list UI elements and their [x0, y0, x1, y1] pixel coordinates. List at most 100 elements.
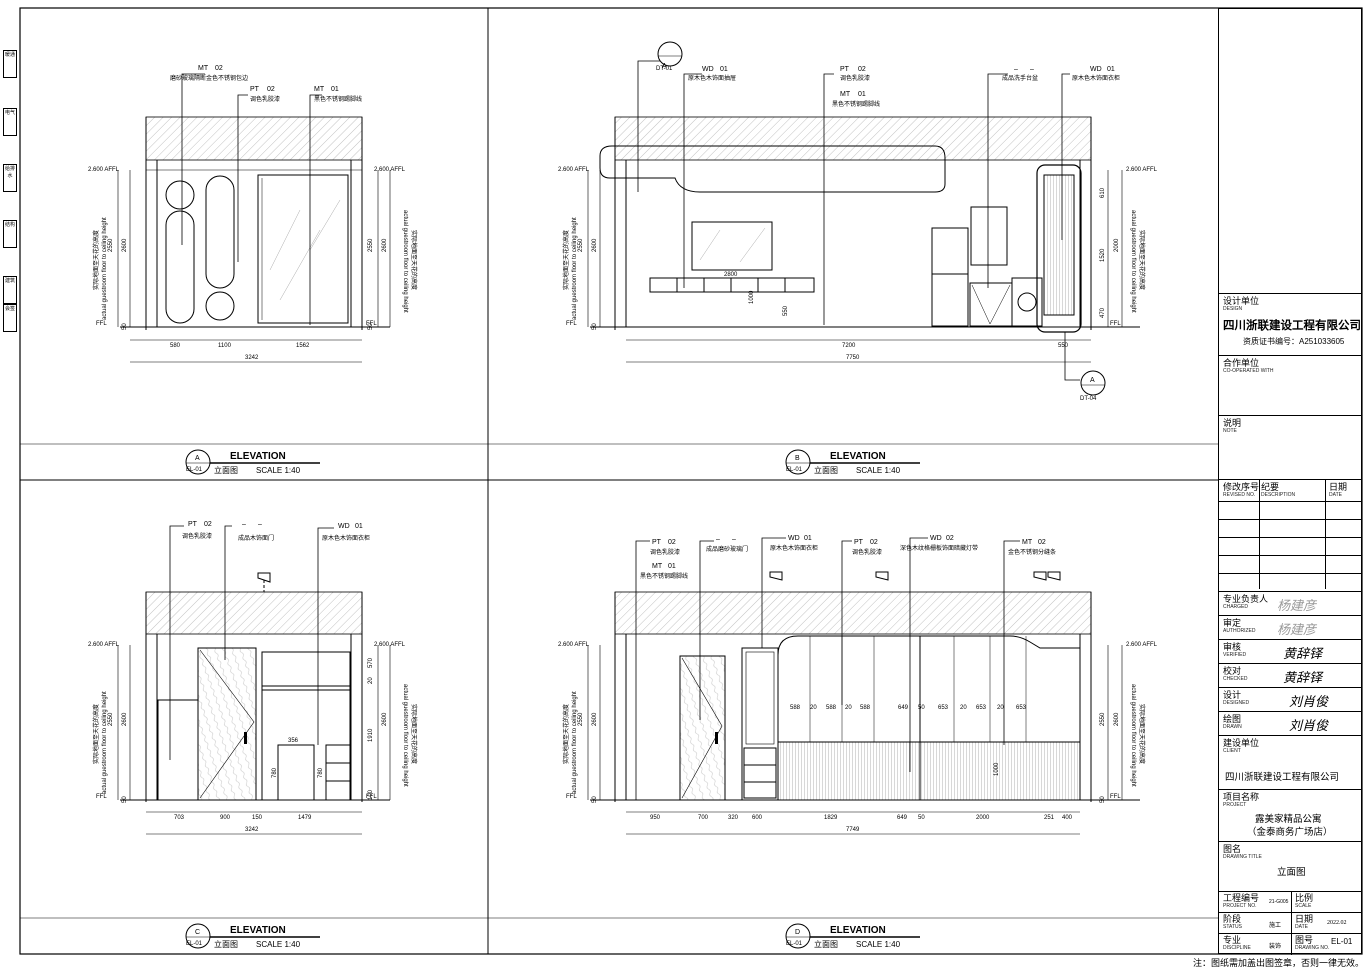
tag-code: WD — [338, 523, 350, 530]
inner-dim: 20 — [997, 705, 1004, 711]
view-title-b: B EL-01 ELEVATION 立面图 SCALE 1:40 — [785, 449, 920, 475]
signature: 黄辞铎 — [1283, 670, 1323, 685]
svg-text:立面图: 立面图 — [214, 939, 238, 949]
height-dim: 2000 — [1114, 238, 1120, 252]
elevation-view-c — [117, 525, 391, 835]
inner-dim: 1000 — [749, 290, 755, 304]
level-bottom: FFL — [96, 321, 107, 327]
project-branch: （金泰商务广场店） — [1247, 828, 1333, 838]
inner-dim: 780 — [272, 767, 278, 778]
dim-bottom: 900 — [220, 815, 231, 821]
level-top: 2.600 AFFL — [1126, 167, 1158, 173]
height-label-en: actual guestroom floor to ceiling height — [572, 691, 578, 794]
tag-note: 黑色不锈钢踢脚线 — [832, 100, 880, 108]
tag-note: 黑色不锈钢踢脚线 — [314, 95, 362, 103]
role-label: 设计 — [1223, 690, 1242, 700]
dim-bottom: 400 — [1062, 815, 1073, 821]
detail-ref: DT-01 — [656, 66, 673, 72]
tag-num: 01 — [804, 535, 812, 542]
inner-dim: 550 — [783, 305, 789, 316]
svg-text:ELEVATION: ELEVATION — [830, 925, 886, 936]
svg-text:EL-01: EL-01 — [786, 941, 803, 947]
tag-num: 01 — [858, 91, 866, 98]
inner-dim: 780 — [318, 767, 324, 778]
svg-text:立面图: 立面图 — [814, 939, 838, 949]
dim-bottom: 600 — [752, 815, 763, 821]
status-label: 阶段 — [1223, 914, 1242, 924]
footer-note: 注：图纸需加盖出图签章，否则一律无效。 — [1192, 958, 1364, 968]
title-block: 设计单位 DESIGN 四川浙联建设工程有限公司 资质证书编号：A2510336… — [1218, 8, 1362, 955]
height-dim: 2550 — [368, 238, 374, 252]
tag-note: 调色乳胶漆 — [852, 548, 882, 556]
dim-bottom: 550 — [1058, 343, 1069, 349]
side-tab: 给排水 — [3, 164, 17, 192]
design-company: 四川浙联建设工程有限公司 — [1223, 320, 1361, 332]
svg-text:SCALE 1:40: SCALE 1:40 — [856, 466, 901, 475]
dim-total: 3242 — [245, 827, 259, 833]
discipline-value: 装饰 — [1269, 944, 1282, 950]
project-label: 项目名称 — [1223, 792, 1260, 802]
height-dim: 2600 — [382, 238, 388, 252]
role-label-en: DRAWN — [1223, 724, 1242, 730]
level-bottom: FFL — [366, 794, 377, 800]
tag-code: PT — [840, 66, 850, 73]
level-bottom: FFL — [96, 794, 107, 800]
tag-note: 原木色木饰面抽屉 — [688, 74, 736, 82]
svg-text:EL-01: EL-01 — [786, 467, 803, 473]
side-tab: 建筑 — [3, 276, 17, 304]
tag-num: 02 — [1038, 539, 1046, 546]
role-label: 专业负责人 — [1223, 594, 1269, 604]
coop-label-en: CO-OPERATED WITH — [1223, 368, 1274, 374]
tag-code: – — [242, 521, 246, 528]
project-name: 露美家精品公寓 — [1255, 815, 1322, 825]
right-dim: 610 — [1100, 187, 1106, 198]
project-label-en: PROJECT — [1223, 802, 1247, 808]
elevation-view-d — [587, 537, 1140, 835]
height-dim: 2600 — [122, 712, 128, 726]
inner-dim: 2800 — [724, 272, 738, 278]
drawing-title-label-en: DRAWING TITLE — [1223, 854, 1262, 860]
height-dim: 2600 — [122, 238, 128, 252]
tag-note: 金色不锈钢分缝条 — [1008, 548, 1056, 556]
dim-bottom: 251 — [1044, 815, 1055, 821]
inner-dim: 20 — [810, 705, 817, 711]
role-label-en: CHARGED — [1223, 604, 1249, 610]
level-bottom: FFL — [1110, 794, 1121, 800]
height-label-cn: 实际地面至天花的高度 — [410, 230, 418, 290]
dim-bottom: 703 — [174, 815, 185, 821]
tag-num: – — [258, 521, 262, 528]
date-label-en: DATE — [1329, 492, 1342, 498]
level-top: 2.600 AFFL — [558, 167, 590, 173]
level-top: 2.600 AFFL — [1126, 642, 1158, 648]
dim-bottom: 50 — [918, 815, 925, 821]
height-label-en: actual guestroom floor to ceiling height — [402, 210, 408, 313]
tag-code: PT — [652, 539, 662, 546]
note-label-en: NOTE — [1223, 428, 1237, 434]
side-tab: 电气 — [3, 108, 17, 136]
note-label: 说明 — [1223, 418, 1242, 428]
client-label-en: CLIENT — [1223, 748, 1241, 754]
tag-code: MT — [314, 86, 325, 93]
height-dim: 50 — [592, 796, 598, 803]
elevation-view-b — [587, 41, 1140, 396]
client-name: 四川浙联建设工程有限公司 — [1225, 773, 1340, 783]
svg-text:B: B — [795, 455, 800, 462]
tag-note: 调色乳胶漆 — [182, 532, 212, 540]
signature: 刘肖俊 — [1289, 694, 1329, 709]
inner-dim: 20 — [960, 705, 967, 711]
height-dim: 2550 — [1100, 712, 1106, 726]
project-no-label-en: PROJECT NO. — [1223, 903, 1257, 909]
detail-letter: A — [662, 63, 667, 70]
dim-bottom: 1829 — [824, 815, 838, 821]
tag-num: 02 — [870, 539, 878, 546]
tag-code: MT — [652, 563, 663, 570]
level-bottom: FFL — [1110, 321, 1121, 327]
height-dim: 50 — [592, 323, 598, 330]
level-top: 2.600 AFFL — [374, 642, 406, 648]
scale-label-en: SCALE — [1295, 903, 1312, 909]
level-top: 2.600 AFFL — [88, 642, 120, 648]
height-dim: 50 — [1100, 796, 1106, 803]
svg-text:立面图: 立面图 — [214, 465, 238, 475]
tag-note: 调色乳胶漆 — [650, 548, 680, 556]
height-dim: 2600 — [1114, 712, 1120, 726]
